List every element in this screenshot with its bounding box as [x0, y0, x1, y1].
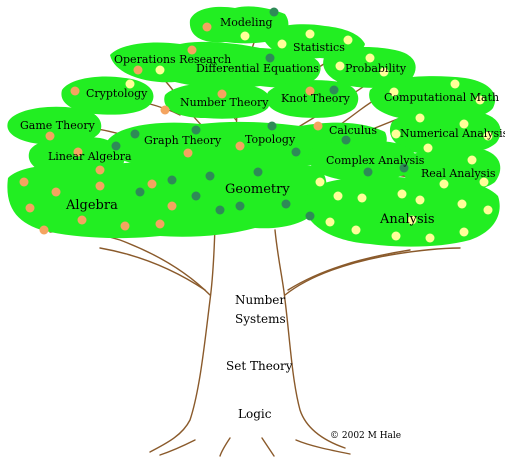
label-statistics: Statistics: [293, 41, 345, 54]
label-operations-research: Operations Research: [114, 53, 232, 66]
label-trunk-set-theory: Set Theory: [226, 359, 293, 373]
label-knot-theory: Knot Theory: [281, 92, 350, 105]
label-linear-algebra: Linear Algebra: [48, 150, 132, 163]
label-modeling: Modeling: [220, 16, 273, 29]
label-calculus: Calculus: [329, 124, 377, 137]
label-real-analysis: Real Analysis: [421, 167, 496, 180]
fruits-yellow: [125, 29, 493, 243]
label-number-theory: Number Theory: [180, 96, 269, 109]
label-trunk-systems: Systems: [235, 312, 286, 326]
label-numerical-analysis: Numerical Analysis: [400, 127, 505, 140]
label-trunk-logic: Logic: [238, 407, 272, 421]
fruits-orange: [19, 22, 323, 235]
label-graph-theory: Graph Theory: [144, 134, 222, 147]
label-trunk-number: Number: [235, 293, 286, 307]
label-complex-analysis: Complex Analysis: [326, 154, 425, 167]
label-differential-equations: Differential Equations: [196, 62, 320, 75]
label-cryptology: Cryptology: [86, 87, 148, 100]
label-algebra: Algebra: [66, 198, 118, 213]
label-analysis: Analysis: [380, 212, 435, 227]
copyright-notice: © 2002 M Hale: [330, 431, 402, 441]
label-computational-math: Computational Math: [384, 91, 500, 104]
fruits-teal: [111, 7, 409, 221]
label-topology: Topology: [245, 133, 296, 146]
label-game-theory: Game Theory: [20, 119, 95, 132]
label-probability: Probability: [345, 62, 407, 75]
label-geometry: Geometry: [225, 182, 290, 197]
